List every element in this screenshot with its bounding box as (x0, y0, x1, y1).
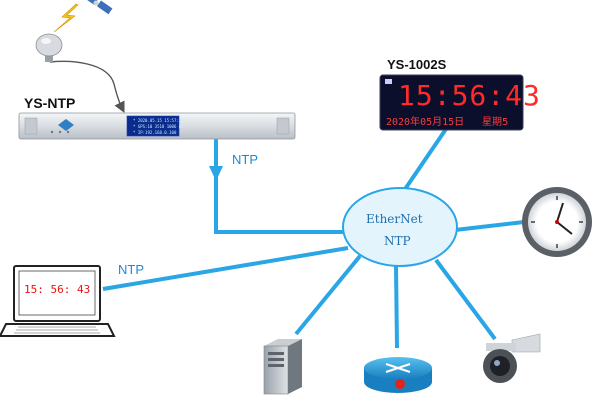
network-label-ntp: NTP (384, 234, 411, 248)
link-laptop-network (102, 246, 349, 291)
server-panel-line-1: * 2020.05.15 15:57:30 (133, 118, 184, 123)
link-tower-network (294, 254, 362, 336)
wall-clock-icon (522, 187, 592, 257)
gps-antenna-icon (35, 33, 63, 62)
clock-weekday-display: 星期5 (482, 117, 509, 128)
satellite-icon (84, 0, 113, 15)
link-router-network (394, 265, 399, 349)
clock-model-label: YS-1002S (387, 57, 447, 72)
ntp-link-label-laptop: NTP (118, 262, 144, 277)
ntp-link-label-server: NTP (232, 152, 258, 167)
clock-time-display: 15:56:43 (398, 79, 541, 112)
gps-feed-arrow (49, 60, 125, 114)
link-camera-network (434, 258, 497, 341)
network-label-ethernet: EtherNet (366, 212, 423, 226)
server-label: YS-NTP (24, 95, 76, 111)
network-links (102, 127, 525, 349)
lightning-icon (53, 3, 79, 33)
ethernet-cloud-icon (342, 187, 458, 267)
dome-camera-icon (483, 333, 541, 383)
server-panel-line-2: * GPS:10 3518 1006 01 (133, 124, 184, 129)
clock-date-display: 2020年05月15日 (386, 117, 465, 128)
tower-server-icon (263, 339, 302, 395)
server-panel-line-3: * IP:192.168.0.100 (133, 130, 177, 135)
link-clock-network (397, 127, 448, 200)
link-wallclock-network (454, 220, 525, 232)
led-clock-icon (379, 74, 524, 131)
rack-server-icon (18, 112, 296, 140)
laptop-time-display: 15: 56: 43 (24, 283, 91, 296)
router-icon (364, 357, 432, 393)
laptop-icon (0, 265, 116, 337)
ntp-down-arrow (209, 166, 223, 181)
